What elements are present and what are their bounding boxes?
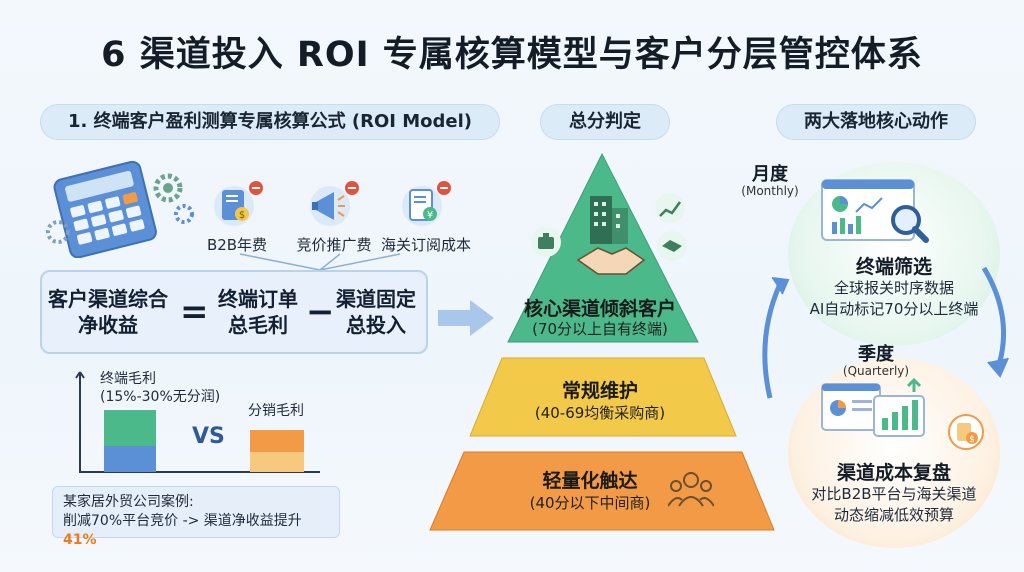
cost-item-b2b: $ (210, 180, 264, 228)
case-line1: 某家居外贸公司案例: (63, 494, 194, 510)
svg-text:¥: ¥ (427, 210, 433, 221)
core-actions-header: 两大落地核心动作 (776, 104, 976, 140)
tier-middle-title: 常规维护 (561, 380, 638, 402)
case-highlight-value: 41% (63, 532, 97, 548)
report-chart-icon (821, 378, 925, 437)
formula-lhs: 客户渠道综合 净收益 (48, 286, 168, 338)
monthly-action-title: 终端筛选 (855, 256, 932, 278)
quarterly-action-desc: 对比B2B平台与海关渠道 动态缩减低效预算 (776, 484, 1012, 526)
quarterly-desc-line2: 动态缩减低效预算 (833, 506, 954, 524)
cost-item-customs: ¥ (398, 180, 452, 228)
megaphone-icon (310, 181, 359, 226)
margin-compare-chart (75, 371, 320, 473)
formula-term2-line1: 渠道固定 (336, 287, 416, 311)
formula-term1-line2: 总毛利 (228, 313, 288, 337)
cost-label-customs: 海关订阅成本 (380, 236, 471, 254)
tier-top-title: 核心渠道倾斜客户 (523, 298, 676, 320)
cost-label-ads: 竞价推广费 (296, 236, 372, 254)
formula-term2-line2: 总投入 (346, 313, 406, 337)
calculator-icon (46, 160, 194, 258)
quarterly-desc-line1: 对比B2B平台与海关渠道 (811, 485, 977, 503)
monthly-period-en: (Monthly) (741, 184, 799, 198)
terminal-margin-label: 终端毛利 (15%-30%无分润) (100, 370, 240, 406)
customer-tier-pyramid (429, 152, 775, 531)
terminal-margin-bar-top (104, 410, 156, 446)
formula-equals: = (180, 292, 209, 332)
terminal-margin-bar-bottom (104, 446, 156, 472)
distribution-margin-bar-top (250, 430, 304, 452)
score-judgement-header: 总分判定 (540, 104, 670, 140)
dashboard-search-icon (821, 179, 929, 243)
page-title: 6 渠道投入 ROI 专属核算模型与客户分层管控体系 (101, 35, 923, 75)
quarterly-action-title: 渠道成本复盘 (836, 462, 951, 484)
monthly-desc-line1: 全球报关时序数据 (833, 279, 954, 297)
formula-minus: − (306, 292, 335, 332)
cost-label-b2b: B2B年费 (206, 236, 268, 254)
svg-text:$: $ (239, 210, 245, 221)
terminal-margin-label-line1: 终端毛利 (100, 371, 156, 387)
document-yen-icon: ¥ (402, 181, 451, 226)
arrow-right-icon (438, 300, 494, 336)
monthly-action-desc: 全球报关时序数据 AI自动标记70分以上终端 (776, 278, 1012, 320)
formula-lhs-line1: 客户渠道综合 (48, 287, 168, 311)
group-users-icon (668, 472, 714, 507)
distribution-margin-label: 分销毛利 (248, 403, 304, 419)
terminal-margin-label-line2: (15%-30%无分润) (100, 389, 221, 405)
formula-box (40, 270, 428, 354)
formula-lhs-line2: 净收益 (78, 313, 138, 337)
formula-term2: 渠道固定 总投入 (330, 286, 422, 338)
business-handshake-icon (531, 193, 687, 275)
quarterly-period: 季度 (858, 344, 894, 365)
vs-label: VS (192, 424, 225, 449)
formula-term1: 终端订单 总毛利 (212, 286, 304, 338)
cost-document-icon: $ (948, 414, 984, 450)
tier-middle-sub: (40-69均衡采购商) (534, 404, 666, 422)
tier-bottom-sub: (40分以下中间商) (529, 494, 651, 512)
bill-icon: $ (214, 181, 263, 226)
roi-model-header: 1. 终端客户盈利测算专属核算公式 (ROI Model) (40, 104, 500, 140)
cost-item-ads (306, 180, 360, 228)
case-study-box: 某家居外贸公司案例: 削减70%平台竞价 -> 渠道净收益提升 41% (52, 486, 340, 548)
formula-term1-line1: 终端订单 (218, 287, 298, 311)
tier-bottom-shape (429, 451, 775, 531)
monthly-period: 月度 (752, 164, 788, 185)
cycle-arrows-icon (762, 266, 1009, 399)
case-line2-text: 削减70%平台竞价 -> 渠道净收益提升 (63, 513, 302, 529)
case-line2: 削减70%平台竞价 -> 渠道净收益提升 41% (63, 512, 329, 550)
tier-top-sub: (70分以上自有终端) (532, 320, 668, 338)
quarterly-period-en: (Quarterly) (842, 364, 910, 378)
svg-text:$: $ (969, 435, 975, 445)
tier-bottom-title: 轻量化触达 (542, 470, 638, 492)
monthly-desc-line2: AI自动标记70分以上终端 (809, 300, 979, 318)
distribution-margin-bar-bottom (250, 452, 304, 472)
tier-middle-shape (469, 357, 737, 437)
